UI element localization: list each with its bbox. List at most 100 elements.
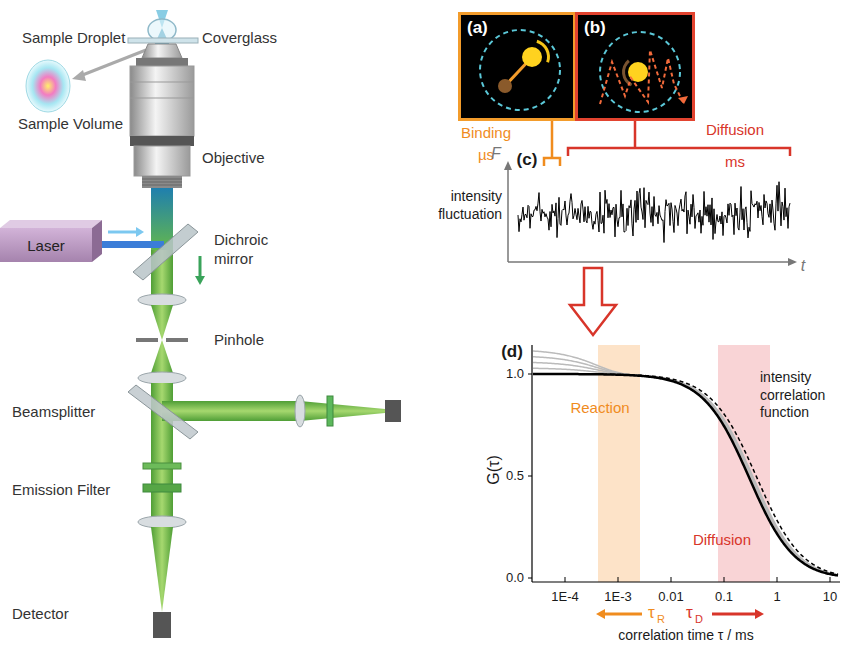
part-label-box: Beamsplitter	[12, 403, 95, 422]
pointer-head	[72, 70, 86, 81]
time-constant: D	[695, 613, 703, 627]
axis-tick	[528, 476, 532, 477]
part-label: Emission Filter	[12, 481, 110, 500]
axis-label: F	[491, 144, 501, 164]
tick-label-box: 0.0	[506, 570, 524, 586]
time-constant-box: R	[657, 613, 665, 627]
part-label: Dichroic mirror	[214, 231, 294, 269]
part-label: Beamsplitter	[12, 403, 95, 422]
part-label-box: Detector	[12, 605, 69, 624]
part-label-box: Coverglass	[202, 29, 277, 48]
pinhole	[166, 338, 188, 342]
time-arrow-head	[755, 609, 764, 619]
focal-volume	[600, 32, 680, 112]
axis-line	[507, 170, 509, 262]
time-constant: τ	[648, 602, 655, 623]
panel-ground	[458, 12, 695, 121]
laser-side	[92, 220, 102, 262]
time-arrow	[604, 613, 642, 616]
axis-head	[504, 161, 512, 170]
emission-arrow	[199, 256, 202, 277]
objective-band	[130, 136, 194, 146]
objective-tip	[142, 44, 182, 58]
tick-label-box: 1E-4	[551, 589, 578, 605]
objective-groove	[130, 98, 194, 99]
detector	[153, 612, 171, 638]
part-label-box: Dichroic mirror	[214, 231, 294, 269]
timescale-label: Binding	[461, 124, 511, 143]
emission-cone	[300, 401, 385, 421]
band-label-box: Reaction	[570, 399, 629, 418]
beamsplitter	[128, 385, 198, 439]
time-constant: R	[657, 613, 665, 627]
axis-tick	[618, 577, 619, 582]
objective-thread	[142, 182, 182, 183]
intensity-trace	[518, 182, 790, 243]
axis-tick	[565, 577, 566, 582]
tick-label-box: 0.1	[715, 589, 733, 605]
part-label-box: Objective	[202, 149, 265, 168]
curve-label: intensity correlation function	[760, 369, 840, 422]
tick-label: 1E-4	[551, 589, 578, 605]
timescale-label-box: ms	[725, 153, 745, 172]
axis-line	[531, 345, 532, 582]
laser-top	[0, 220, 102, 228]
axis-label: G(τ)	[484, 455, 504, 484]
part-label-box: Sample Volume	[18, 115, 123, 134]
diffusion-panel: (b)	[575, 12, 695, 121]
diffusion-head	[678, 96, 688, 104]
tick-label: 0.01	[658, 589, 683, 605]
axis-label: t	[801, 256, 805, 276]
emission-beam	[162, 401, 300, 421]
lens	[138, 372, 186, 384]
axis-tick	[528, 374, 532, 375]
lens	[138, 516, 186, 528]
tick-label-box: 10	[823, 589, 837, 605]
focal-volume	[480, 30, 560, 110]
tick-label: 1E-3	[604, 589, 631, 605]
curve-label-box: intensity correlation function	[760, 369, 840, 422]
coverglass	[128, 38, 198, 43]
sample-volume	[26, 60, 70, 112]
axis-tick	[528, 578, 532, 579]
reaction-band	[598, 345, 640, 582]
time-constant-box: D	[695, 613, 703, 627]
panel-label-box: (c)	[517, 149, 538, 170]
emission-cone	[151, 340, 173, 373]
part-label: Coverglass	[202, 29, 277, 48]
laser-box: Laser	[0, 228, 92, 262]
axis-head	[788, 258, 797, 266]
tick-label: 1	[773, 589, 780, 605]
flow-arrow	[570, 268, 616, 335]
part-label-box: Emission Filter	[12, 481, 110, 500]
tick-label: 1.0	[506, 366, 524, 382]
tick-label-box: 1.0	[506, 366, 524, 382]
emission-filter	[327, 396, 333, 426]
timescale-label: ms	[725, 153, 745, 172]
lens	[295, 395, 305, 427]
node-text: (a)	[467, 18, 567, 38]
tick-label-box: 0.5	[506, 468, 524, 484]
timescale-label-box: Binding	[461, 124, 511, 143]
emission-cone	[151, 527, 173, 612]
axis-title-box: intensity fluctuation	[422, 188, 502, 223]
axis-label-box: G(τ)	[484, 455, 504, 484]
receptor-molecule	[498, 79, 512, 93]
tick-label: 0.0	[506, 570, 524, 586]
axis-label-box: t	[801, 256, 805, 276]
band-label: Reaction	[570, 399, 629, 418]
objective-thread	[142, 176, 182, 188]
node-text: Laser	[27, 237, 65, 254]
objective-thread	[142, 185, 182, 186]
axis-tick	[671, 577, 672, 582]
band-label-box: Diffusion	[693, 531, 751, 550]
part-label: Sample Volume	[18, 115, 123, 134]
time-arrow-head	[596, 609, 605, 619]
dichroic-mirror	[133, 224, 198, 280]
time-constant-box: τ	[648, 602, 655, 623]
panel-label-box: (d)	[501, 341, 523, 362]
time-arrow	[712, 613, 756, 616]
band-label: Diffusion	[693, 531, 751, 550]
tick-label-box: 1E-3	[604, 589, 631, 605]
